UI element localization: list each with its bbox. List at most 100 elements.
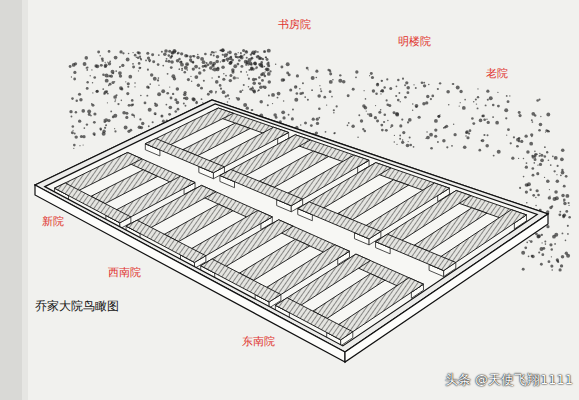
tree-dot xyxy=(464,99,466,101)
tree-dot xyxy=(525,190,528,193)
tree-dot xyxy=(404,96,407,99)
tree-dot xyxy=(277,92,281,96)
tree-dot xyxy=(308,69,309,70)
tree-dot xyxy=(191,97,195,101)
tree-dot xyxy=(568,216,571,219)
tree-dot xyxy=(404,84,406,86)
tree-dot xyxy=(69,110,72,113)
tree-dot xyxy=(362,104,365,107)
tree-dot xyxy=(446,146,448,148)
tree-dot xyxy=(421,81,424,84)
tree-dot xyxy=(296,74,299,77)
tree-dot xyxy=(104,64,108,68)
tree-dot xyxy=(544,146,546,148)
tree-dot xyxy=(365,98,367,100)
tree-dot xyxy=(412,110,413,111)
tree-dot xyxy=(250,57,253,60)
tree-dot xyxy=(215,51,216,52)
tree-dot xyxy=(152,60,155,63)
tree-dot xyxy=(451,145,453,147)
tree-dot xyxy=(122,52,124,54)
tree-dot xyxy=(561,169,563,171)
tree-dot xyxy=(369,113,373,117)
tree-dot xyxy=(520,140,523,143)
tree-dot xyxy=(213,54,215,56)
tree-dot xyxy=(537,194,540,197)
tree-dot xyxy=(219,84,222,87)
tree-dot xyxy=(203,69,206,72)
tree-dot xyxy=(554,156,558,160)
tree-dot xyxy=(253,62,256,65)
tree-dot xyxy=(317,94,321,98)
tree-dot xyxy=(273,113,277,117)
tree-dot xyxy=(86,66,88,68)
tree-dot xyxy=(141,122,144,125)
tree-dot xyxy=(138,51,141,54)
tree-dot xyxy=(227,94,230,97)
tree-dot xyxy=(88,113,91,116)
tree-dot xyxy=(380,90,382,92)
tree-dot xyxy=(170,97,173,100)
tree-dot xyxy=(398,92,400,94)
tree-dot xyxy=(180,52,183,55)
tree-dot xyxy=(114,81,115,82)
tree-dot xyxy=(269,70,271,72)
tree-dot xyxy=(260,61,262,63)
tree-dot xyxy=(245,50,249,54)
tree-dot xyxy=(519,187,521,189)
tree-dot xyxy=(204,64,207,67)
tree-dot xyxy=(228,98,230,100)
tree-dot xyxy=(161,115,162,116)
tree-dot xyxy=(556,174,557,175)
tree-dot xyxy=(539,153,540,154)
tree-dot xyxy=(113,114,117,118)
tree-dot xyxy=(548,159,550,161)
tree-dot xyxy=(140,126,143,129)
tree-dot xyxy=(87,110,91,114)
tree-dot xyxy=(191,81,193,83)
tree-dot xyxy=(549,206,552,209)
tree-dot xyxy=(231,59,234,62)
tree-dot xyxy=(154,103,158,107)
tree-dot xyxy=(289,89,292,92)
tree-dot xyxy=(258,82,261,85)
tree-dot xyxy=(237,63,240,66)
tree-dot xyxy=(530,240,533,243)
tree-dot xyxy=(248,86,250,88)
tree-dot xyxy=(545,131,546,132)
tree-dot xyxy=(139,67,141,69)
tree-dot xyxy=(105,79,109,83)
tree-dot xyxy=(155,114,156,115)
tree-dot xyxy=(151,53,154,56)
tree-dot xyxy=(431,95,434,98)
tree-dot xyxy=(291,117,294,120)
tree-dot xyxy=(127,86,129,88)
tree-dot xyxy=(560,264,563,267)
tree-dot xyxy=(211,77,212,78)
tree-dot xyxy=(399,124,402,127)
tree-dot xyxy=(482,115,485,118)
tree-dot xyxy=(177,52,180,55)
tree-dot xyxy=(554,243,556,245)
tree-dot xyxy=(255,66,257,68)
tree-dot xyxy=(185,105,187,107)
tree-dot xyxy=(401,119,403,121)
tree-dot xyxy=(523,158,524,159)
tree-dot xyxy=(201,98,203,100)
tree-dot xyxy=(112,72,114,74)
tree-dot xyxy=(146,52,149,55)
tree-dot xyxy=(251,109,253,111)
tree-dot xyxy=(178,58,181,61)
tree-dot xyxy=(525,166,528,169)
tree-dot xyxy=(560,174,562,176)
tree-dot xyxy=(260,73,263,76)
tree-dot xyxy=(127,82,130,85)
tree-dot xyxy=(259,85,263,89)
tree-dot xyxy=(463,145,467,149)
tree-dot xyxy=(227,51,229,53)
tree-dot xyxy=(465,130,468,133)
tree-dot xyxy=(108,50,111,53)
tree-dot xyxy=(478,149,481,152)
tree-dot xyxy=(248,63,249,64)
tree-dot xyxy=(551,269,553,271)
